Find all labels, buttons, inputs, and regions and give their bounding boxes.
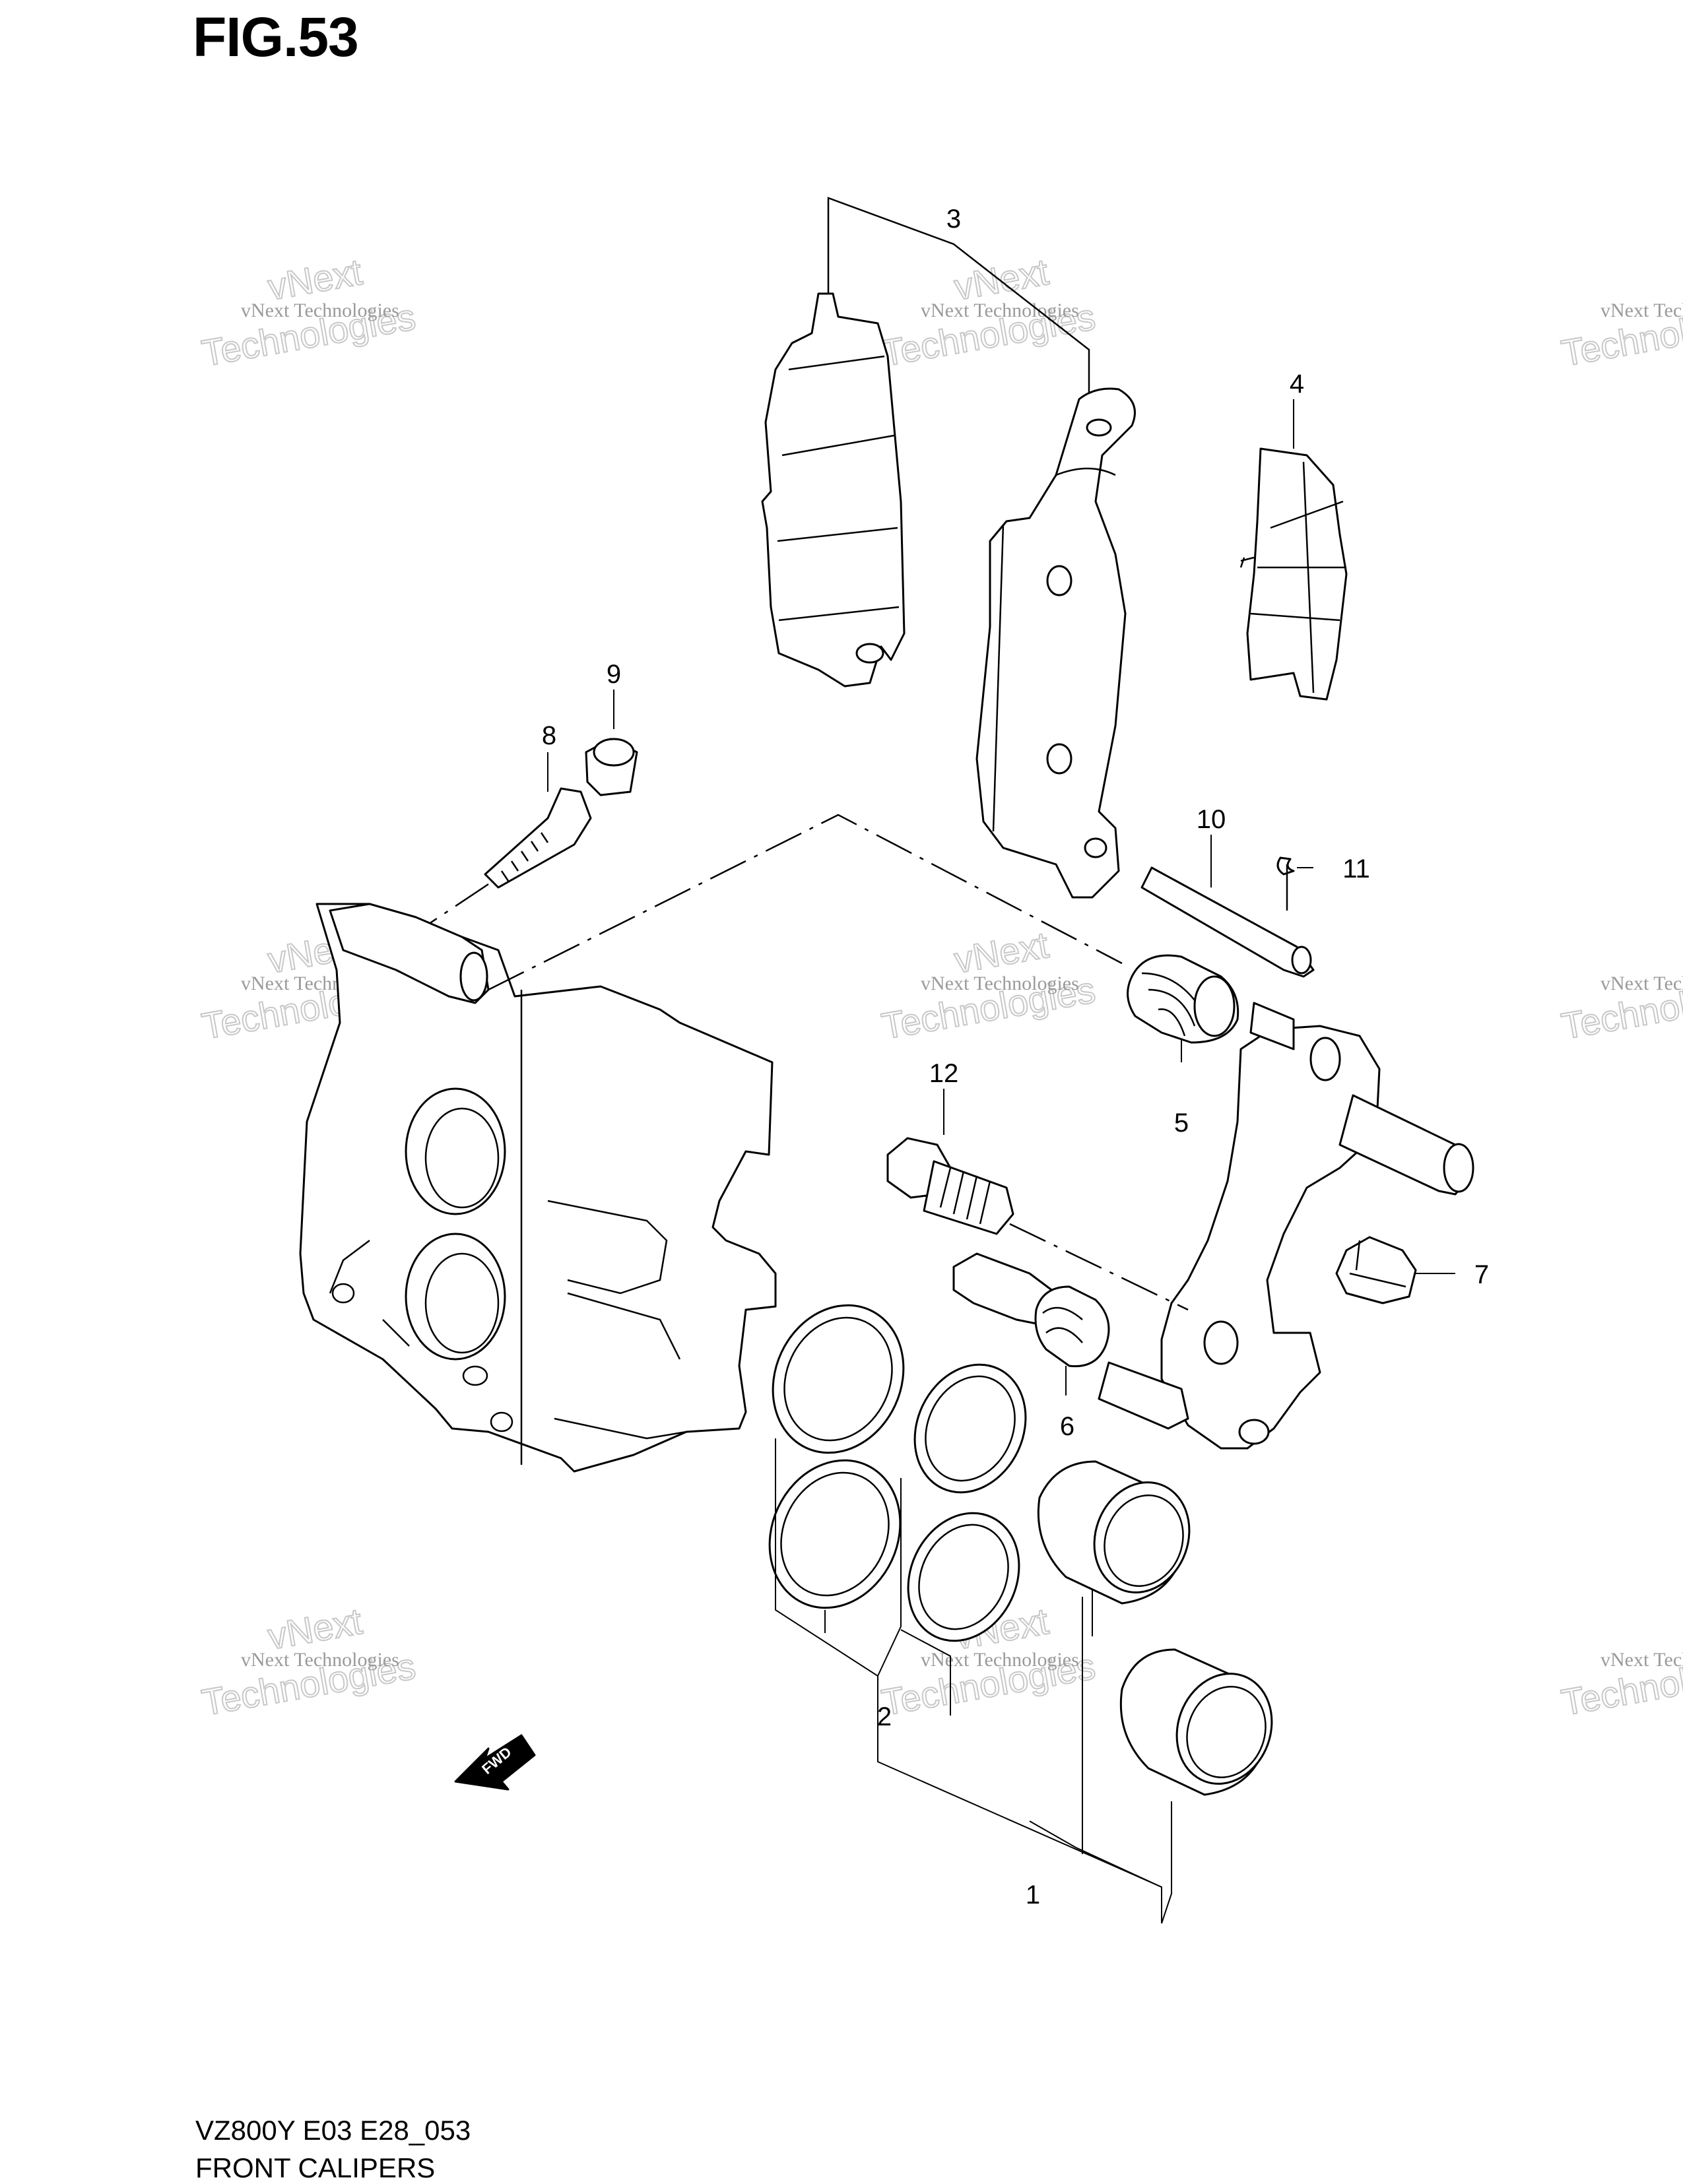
- part-6-slide-pin: [952, 1252, 1110, 1368]
- callout-4: 4: [1290, 369, 1304, 399]
- part-2-piston-seals: [768, 1304, 1027, 1642]
- svg-text:vNext Technologies: vNext Technologies: [1600, 1649, 1683, 1671]
- callout-6: 6: [1060, 1412, 1074, 1441]
- part-8-bleeder-valve: [409, 787, 592, 938]
- watermark-top-left: Technologies vNext vNext Technologies: [198, 250, 419, 375]
- callout-11: 11: [1342, 854, 1370, 883]
- part-10-pad-pin: [1140, 866, 1315, 978]
- alignment-lines: [488, 814, 1189, 1311]
- callout-5: 5: [1174, 1108, 1189, 1138]
- callout-9: 9: [607, 660, 621, 689]
- svg-text:vNext Technologies: vNext Technologies: [921, 973, 1079, 994]
- watermark-bottom-right: Technologies vNext Technologies: [1558, 1644, 1683, 1724]
- watermark-bottom-left: Technologies vNext vNext Technologies: [198, 1599, 419, 1724]
- caliper-bracket: [1098, 1002, 1474, 1450]
- part-5-boot: [1127, 954, 1239, 1044]
- watermark-mid-center: Technologies vNext vNext Technologies: [878, 923, 1099, 1048]
- callout-12: 12: [929, 1059, 959, 1088]
- part-3-brake-pad-set: [761, 197, 1136, 899]
- part-11-pin-clip: [1276, 856, 1295, 911]
- leader-lines: [547, 399, 1455, 1924]
- fwd-direction-arrow: FWD: [454, 1734, 536, 1791]
- part-1-pistons: [1037, 1460, 1273, 1796]
- part-9-bleeder-cap: [585, 738, 638, 796]
- svg-text:vNext Technologies: vNext Technologies: [1600, 973, 1683, 994]
- callout-2: 2: [877, 1702, 892, 1731]
- svg-text:vNext Technologies: vNext Technologies: [241, 300, 399, 321]
- svg-text:vNext Technologies: vNext Technologies: [921, 1649, 1079, 1671]
- callout-3: 3: [946, 205, 961, 234]
- caliper-body: [299, 903, 777, 1473]
- svg-text:vNext Technologies: vNext Technologies: [241, 1649, 399, 1671]
- svg-text:vNext Technologies: vNext Technologies: [921, 300, 1079, 321]
- callout-7: 7: [1474, 1260, 1489, 1289]
- watermark-mid-right: Technologies vNext Technologies: [1558, 968, 1683, 1048]
- callout-8: 8: [542, 721, 556, 750]
- figure-name: FRONT CALIPERS: [195, 2152, 436, 2183]
- figure-title: FIG.53: [193, 6, 359, 68]
- watermark-top-right: Technologies vNext Technologies: [1558, 295, 1683, 375]
- callout-10: 10: [1197, 805, 1226, 834]
- part-7-retainer-clip: [1335, 1236, 1417, 1304]
- model-code: VZ800Y E03 E28_053: [195, 2115, 471, 2146]
- svg-text:vNext Technologies: vNext Technologies: [1600, 300, 1683, 321]
- watermark-top-center: Technologies vNext vNext Technologies: [878, 250, 1099, 375]
- part-4-pad-spring: [1239, 447, 1348, 701]
- callout-1: 1: [1026, 1880, 1040, 1910]
- part-12-bolt: [886, 1137, 1014, 1235]
